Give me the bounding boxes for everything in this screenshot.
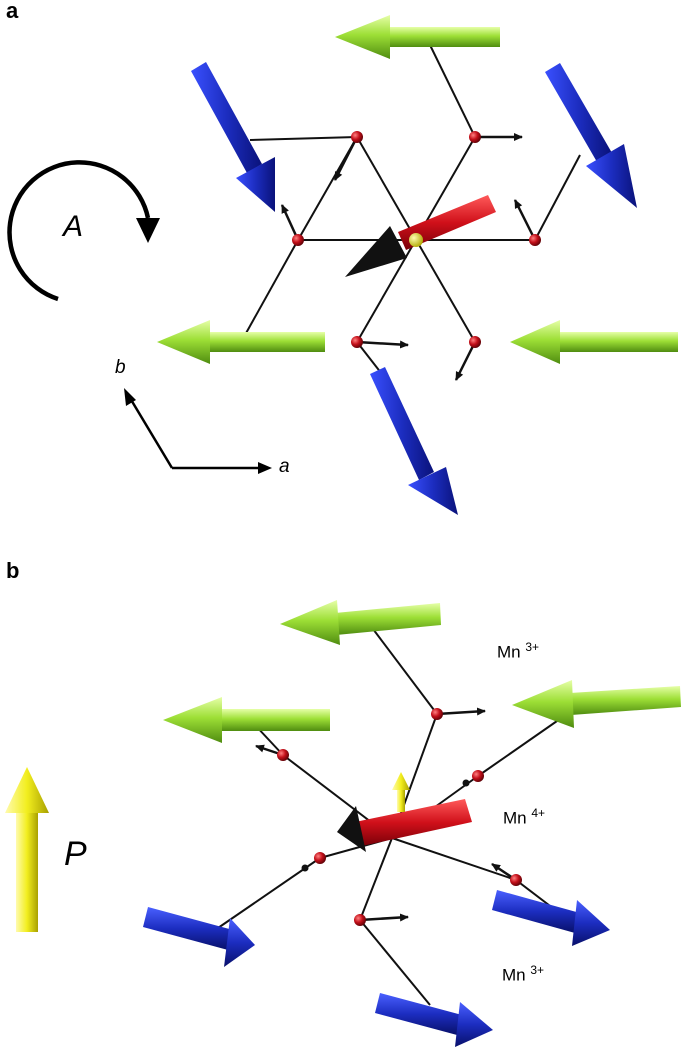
red-spin-arrow — [337, 799, 472, 852]
ion-charge: 3+ — [530, 963, 545, 977]
panel-b-oxygen-atoms — [277, 708, 522, 926]
green-spin-arrow — [512, 680, 681, 728]
panel-a-bonds — [244, 44, 581, 379]
ion-label-mn4-center: Mn 4+ — [503, 806, 545, 829]
panel-a-oxygen-atoms — [292, 131, 541, 348]
green-spin-arrow — [510, 320, 678, 364]
ion-base: Mn — [503, 808, 527, 828]
rotation-arrow — [7, 160, 160, 302]
rotation-label: A — [63, 210, 84, 243]
red-spin-arrow — [345, 195, 496, 277]
green-spin-arrow — [157, 320, 325, 364]
ion-charge: 3+ — [525, 640, 540, 654]
green-spin-arrow — [280, 600, 441, 645]
green-spin-arrow — [335, 15, 500, 59]
panel-b-small-spheres — [301, 779, 470, 872]
ion-base: Mn — [497, 642, 521, 662]
axis-a-label: a — [279, 456, 290, 477]
panel-a-displacement-arrows — [280, 133, 537, 381]
panel-a-label: a — [6, 0, 19, 23]
small-polarization-arrow — [392, 772, 410, 812]
green-spin-arrow — [163, 697, 330, 743]
panel-b-diagram — [5, 600, 681, 1047]
polarization-label: P — [64, 835, 87, 873]
blue-spin-arrow — [143, 907, 255, 967]
ion-base: Mn — [502, 965, 526, 985]
polarization-arrow — [5, 767, 49, 932]
ion-label-mn3-top: Mn 3+ — [497, 640, 539, 663]
ion-charge: 4+ — [531, 806, 546, 820]
blue-spin-arrow — [191, 62, 275, 212]
blue-spin-arrow — [375, 993, 493, 1047]
ion-label-mn3-bottom: Mn 3+ — [502, 963, 544, 986]
axis-b-label: b — [115, 357, 126, 378]
blue-spin-arrow — [370, 367, 458, 515]
panel-a-diagram — [7, 15, 678, 515]
panel-b-displacement-arrows — [255, 707, 517, 922]
blue-spin-arrow — [545, 63, 637, 208]
panel-b-label: b — [6, 558, 20, 583]
axes-indicator — [124, 388, 272, 474]
blue-spin-arrow — [492, 890, 610, 946]
